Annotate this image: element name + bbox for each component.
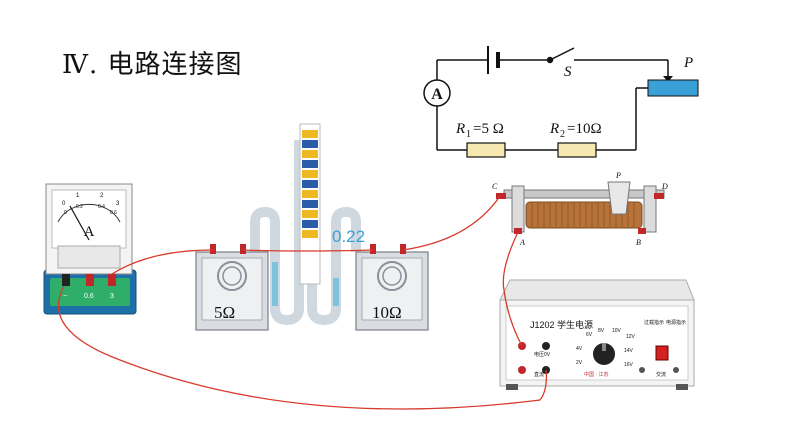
svg-text:电源指示: 电源指示: [666, 319, 686, 326]
svg-text:12V: 12V: [626, 334, 636, 340]
svg-text:R: R: [455, 121, 465, 137]
switch-label: S: [564, 64, 572, 80]
slider-label: P: [683, 55, 693, 71]
scale-stripes: [302, 130, 318, 238]
svg-text:交流: 交流: [656, 371, 666, 378]
page-title: Ⅳ. 电路连接图: [62, 50, 243, 80]
wire-right-to-rheostat: [402, 195, 501, 251]
svg-text:14V: 14V: [624, 348, 634, 354]
rheostat-slider: [607, 181, 631, 215]
resistor-r2: [557, 142, 597, 158]
ammeter-terminal-minus: [62, 274, 70, 286]
wire-left-to-right: [242, 249, 374, 252]
wire-rheostat-to-supply: [502, 231, 523, 347]
svg-text:−: −: [63, 293, 67, 300]
svg-text:16V: 16V: [624, 362, 634, 368]
svg-text:2: 2: [100, 193, 104, 199]
terminal-ac-plus: [518, 366, 526, 374]
svg-text:2V: 2V: [576, 360, 583, 366]
ammeter-terminal-0-6: [86, 274, 94, 286]
slider-arrow-icon: [663, 76, 673, 82]
svg-text:4V: 4V: [576, 346, 583, 352]
power-supply-name: J1202 学生电源: [530, 319, 593, 330]
ammeter-face-letter: A: [84, 224, 95, 240]
wire-ammeter-to-left: [111, 249, 214, 275]
svg-text:10V: 10V: [612, 328, 622, 334]
svg-text:0: 0: [64, 210, 67, 216]
svg-text:R: R: [549, 121, 559, 137]
svg-text:过载指示: 过载指示: [644, 319, 664, 326]
ammeter-symbol-letter: A: [431, 86, 443, 103]
svg-text:=5 Ω: =5 Ω: [473, 121, 504, 137]
svg-text:中国 · 江苏: 中国 · 江苏: [584, 371, 608, 378]
svg-text:=10Ω: =10Ω: [567, 121, 602, 137]
schematic-diagram: [436, 46, 669, 151]
ammeter-needle: [69, 205, 90, 241]
terminal-dc-minus: [542, 342, 550, 350]
svg-text:0.4: 0.4: [98, 204, 105, 210]
connection-wires: [57, 195, 548, 410]
svg-text:P: P: [615, 171, 621, 180]
svg-text:8V: 8V: [598, 328, 605, 334]
ammeter-terminal-3: [108, 274, 116, 286]
voltage-knob: [593, 343, 615, 365]
u-tube-apparatus: 5Ω 10Ω 0.22: [195, 123, 429, 331]
svg-text:0.6: 0.6: [84, 293, 94, 300]
svg-text:0.2: 0.2: [76, 204, 83, 210]
ammeter-device: A 0 1 2 3 0 0.2 0.4 0.6 − 0.6 3: [43, 183, 137, 315]
rheostat-symbol: [647, 79, 699, 97]
svg-text:3: 3: [116, 201, 120, 207]
tube-reading-label: 0.22: [332, 227, 365, 246]
ammeter-symbol: [423, 79, 451, 107]
svg-text:D: D: [661, 182, 668, 191]
svg-text:A: A: [519, 238, 525, 247]
wire-supply-to-ammeter: [57, 285, 548, 410]
svg-text:2: 2: [560, 129, 565, 140]
svg-text:1: 1: [76, 193, 80, 199]
power-switch: [655, 345, 669, 361]
right-resistance-label: 10Ω: [372, 303, 402, 322]
switch-blade: [549, 47, 575, 61]
svg-text:电压0V: 电压0V: [534, 351, 551, 358]
svg-text:0.6: 0.6: [110, 210, 117, 216]
power-supply: J1202 学生电源 6V 8V 10V 12V 4V 14V 2V 16V 过…: [499, 279, 695, 390]
svg-text:B: B: [636, 238, 641, 247]
rheostat-device: C D A B P: [492, 171, 668, 247]
svg-text:6V: 6V: [586, 332, 593, 338]
svg-text:1: 1: [466, 129, 471, 140]
svg-text:3: 3: [110, 293, 114, 300]
svg-text:C: C: [492, 182, 498, 191]
r1-label: R 1 =5 Ω: [455, 121, 504, 140]
svg-text:直流: 直流: [534, 371, 544, 378]
left-resistance-label: 5Ω: [214, 303, 235, 322]
resistor-r1: [466, 142, 506, 158]
r2-label: R 2 =10Ω: [549, 121, 602, 140]
svg-text:0: 0: [62, 201, 66, 207]
